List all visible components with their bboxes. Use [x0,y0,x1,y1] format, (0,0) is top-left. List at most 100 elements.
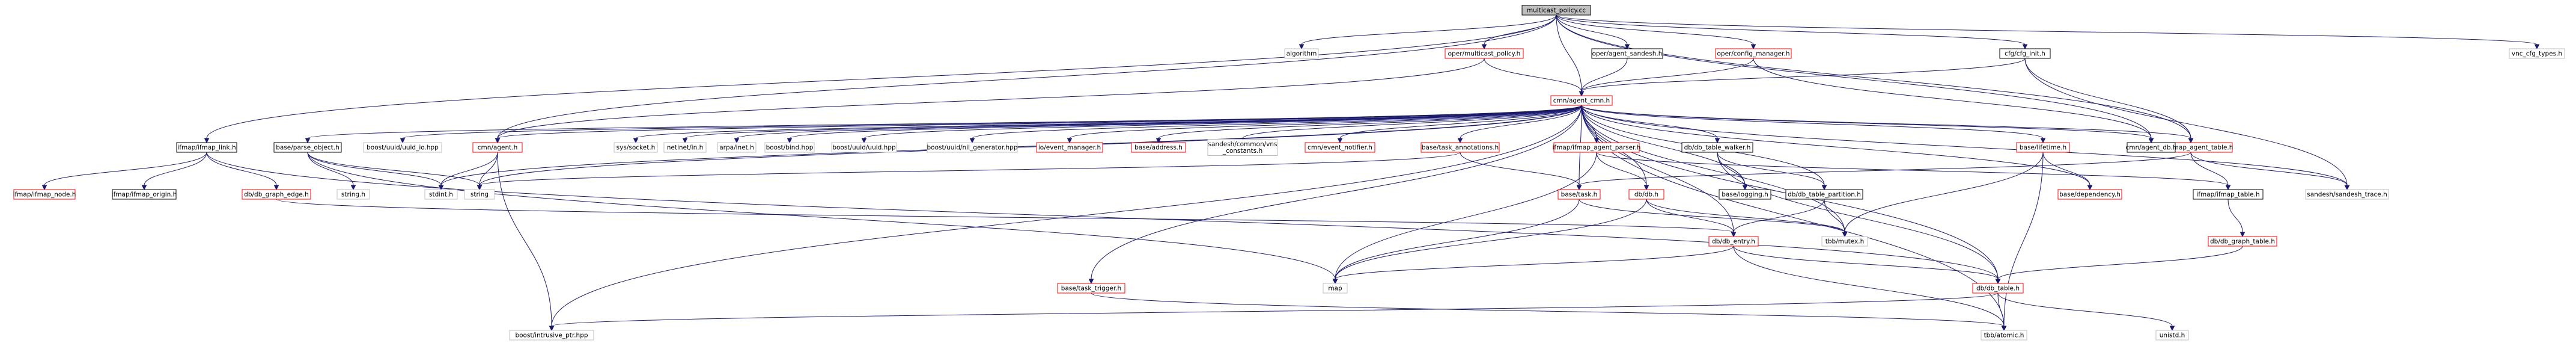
edge-task_annotations-to-string [477,152,1461,191]
node-label: db/db.h [1634,191,1658,199]
edge-arrowhead [495,138,501,144]
node-box [1553,142,1640,153]
edge-agent_cmn-to-tbb_mutex [1581,105,1848,238]
edge-agent_cmn-to-agent_db [1581,105,2154,144]
edge-line [1997,292,2005,327]
edge-root-to-agent_sandesh [1556,14,1630,50]
node-event-notifier[interactable]: cmn/event_notifier.h [1305,142,1375,153]
edge-arrowhead [969,138,975,144]
node-box [1420,142,1500,153]
node-map: map [1323,283,1348,294]
edge-arrowhead [1731,232,1737,238]
edge-line [1717,152,1825,186]
edge-cfg_init-to-sandesh_trace [2024,58,2350,191]
node-ifmap-link[interactable]: ifmap/ifmap_link.h [176,142,237,153]
node-label: netinet/in.h [667,144,703,152]
node-task-annotations[interactable]: base/task_annotations.h [1420,142,1500,153]
node-box [1999,48,2051,59]
node-base-logging[interactable]: base/logging.h [1719,189,1771,200]
node-netinet: netinet/in.h [663,142,707,153]
edge-line [1733,246,2005,327]
edge-arrowhead [438,185,444,191]
node-box [242,189,311,200]
node-box [1057,283,1125,294]
edge-line [1460,105,1582,139]
node-tbb-mutex: tbb/mutex.h [1821,236,1868,247]
node-label: boost/uuid/uuid_io.hpp [367,144,439,152]
node-label: map [1328,285,1342,292]
node-ifmap-origin[interactable]: ifmap/ifmap_origin.h [112,189,177,200]
edge-arrowhead [1088,279,1094,285]
node-label: ifmap/ifmap_origin.h [112,191,177,199]
node-label: cfg/cfg_init.h [2005,51,2045,58]
node-label: cmn/agent_db.h [2125,144,2176,152]
node-label: tbb/atomic.h [1984,332,2024,339]
edge-line [1646,199,1734,233]
edge-arrowhead [477,185,483,191]
node-socket: sys/socket.h [614,142,658,153]
node-db-graph-edge[interactable]: db/db_graph_edge.h [242,189,311,200]
edge-line [1646,199,1845,233]
node-box [1785,189,1863,200]
node-db-table-partition[interactable]: db/db_table_partition.h [1785,189,1863,200]
edge-arrowhead [1067,138,1073,144]
edge-line [1242,105,1582,139]
edge-line [1581,58,2026,92]
node-ifmap-node[interactable]: ifmap/ifmap_node.h [13,189,76,200]
node-db-table[interactable]: db/db_table.h [1972,283,2024,294]
edge-line [863,105,1582,139]
edge-line [1581,105,1746,186]
node-event-manager[interactable]: io/event_manager.h [1036,142,1103,153]
edge-line [1556,14,2152,139]
node-ifmap-agent-parser[interactable]: ifmap/ifmap_agent_parser.h [1553,142,1641,153]
node-config-manager[interactable]: oper/config_manager.h [1715,48,1792,59]
node-label: base/dependency.h [2059,191,2121,199]
node-agent-cmn[interactable]: cmn/agent_cmn.h [1550,95,1613,106]
node-box [509,330,594,341]
node-address[interactable]: base/address.h [1131,142,1186,153]
node-label: sandesh/common/vns [1208,141,1277,148]
node-label: cmn/agent.h [478,144,518,152]
node-dependency[interactable]: base/dependency.h [2057,189,2122,200]
node-base-task[interactable]: base/task.h [1557,189,1601,200]
edge-line [1733,199,1825,233]
edge-agent_cmn-to-dependency [1581,105,2093,191]
node-db-entry[interactable]: db/db_entry.h [1708,236,1759,247]
edge-line [1581,105,1734,233]
edge-line [1091,292,2005,327]
edge-line [1717,152,1746,186]
node-db-graph-table[interactable]: db/db_graph_table.h [2208,236,2277,247]
edge-db_entry-to-db_table [1733,246,2001,285]
edge-line [1997,292,2173,327]
node-agent-h[interactable]: cmn/agent.h [472,142,523,153]
node-label: ifmap/ifmap_node.h [13,191,76,199]
node-box [1445,48,1524,59]
node-box [1557,189,1601,200]
edge-line [1581,105,2348,186]
node-task-trigger[interactable]: base/task_trigger.h [1057,283,1125,294]
edge-arrowhead [1842,232,1848,238]
node-mp-h[interactable]: oper/multicast_policy.h [1445,48,1524,59]
node-ifmap-table[interactable]: ifmap/ifmap_table.h [2193,189,2264,200]
node-cfg-init[interactable]: cfg/cfg_init.h [1999,48,2051,59]
node-label: db/db_graph_edge.h [244,191,309,199]
edge-line [1581,105,2044,139]
node-parse-object[interactable]: base/parse_object.h [273,142,342,153]
edge-task_annotations-to-base_task [1460,152,1582,191]
node-box [1821,236,1868,247]
node-db-table-walker[interactable]: db/db_table_walker.h [1681,142,1753,153]
edge-root-to-config_manager [1556,14,1756,50]
edge-parse_object-to-stdint [307,152,444,191]
edge-db_table_walker-to-db_table_partition [1717,152,1827,191]
node-agent-sandesh[interactable]: oper/agent_sandesh.h [1591,48,1663,59]
edge-line [1335,246,1734,280]
node-label: string [470,191,489,199]
node-box [464,189,495,200]
node-arpa: arpa/inet.h [717,142,757,153]
edge-line [1596,152,2229,186]
node-db-h[interactable]: db/db.h [1628,189,1664,200]
node-lifetime[interactable]: base/lifetime.h [2016,142,2070,153]
node-agent-db[interactable]: cmn/agent_db.h [2125,142,2177,153]
edge-line [307,105,1582,139]
edge-line [276,199,1734,233]
